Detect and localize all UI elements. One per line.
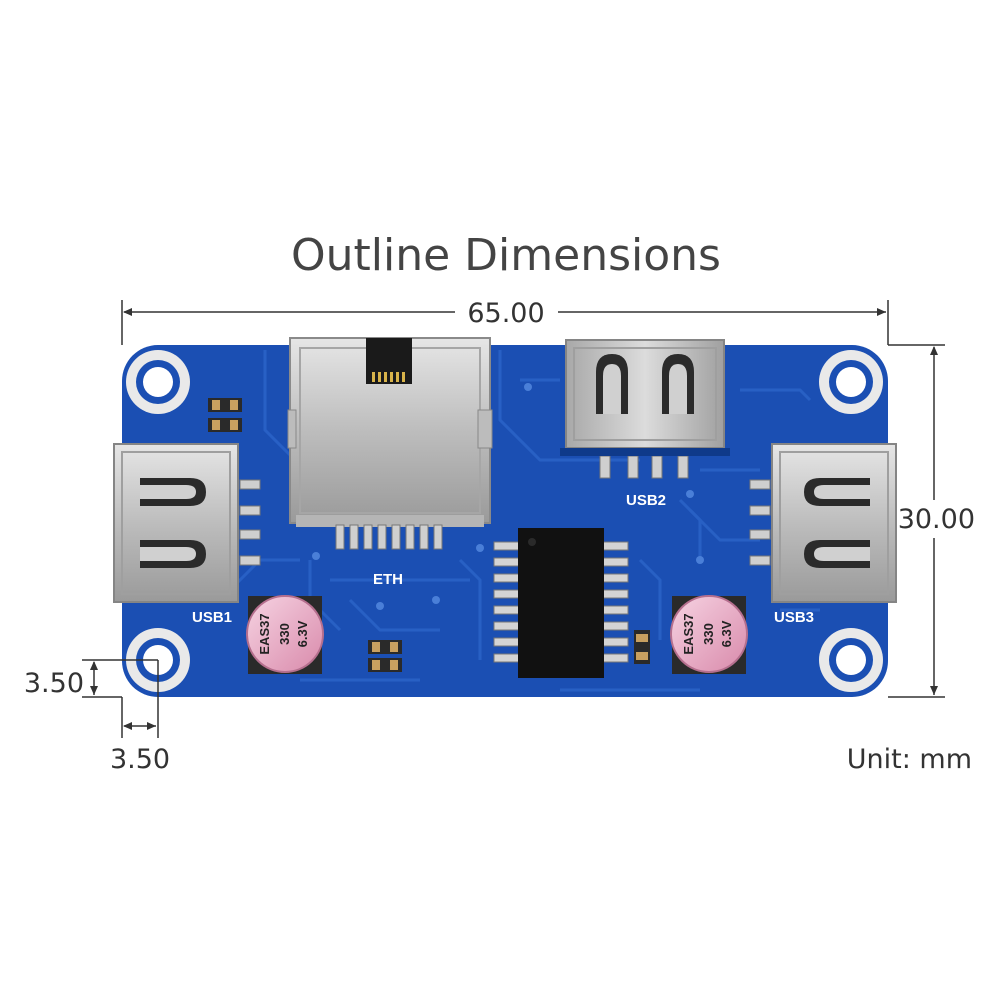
dimension-hole-offset-x-value: 3.50 [110, 744, 170, 775]
usb1-port [113, 443, 261, 603]
svg-text:330: 330 [277, 623, 292, 645]
usb3-port [749, 443, 897, 603]
dimension-height-value: 30.00 [898, 504, 975, 535]
capacitor-right: EAS37 330 6.3V [670, 595, 748, 674]
dimension-hole-offset-y-value: 3.50 [24, 668, 84, 699]
mounting-hole-top-right [819, 350, 883, 414]
svg-text:EAS37: EAS37 [681, 613, 696, 654]
silk-label-usb3: USB3 [774, 609, 814, 626]
smd-components [208, 398, 650, 672]
mounting-hole-bottom-right [819, 628, 883, 692]
hub-ic-chip [493, 528, 629, 678]
dimension-width: 65.00 [121, 298, 889, 345]
silk-label-usb1: USB1 [192, 609, 232, 626]
dimension-hole-offset-y: 3.50 [24, 659, 158, 699]
svg-text:330: 330 [701, 623, 716, 645]
diagram-title: Outline Dimensions [291, 230, 721, 281]
usb2-port [560, 339, 730, 479]
dimension-height: 30.00 [888, 344, 975, 698]
unit-label: Unit: mm [847, 744, 972, 775]
mounting-hole-top-left [126, 350, 190, 414]
svg-text:6.3V: 6.3V [719, 620, 734, 647]
silk-label-eth: ETH [373, 571, 403, 588]
dimension-hole-offset-x: 3.50 [110, 660, 170, 775]
svg-text:6.3V: 6.3V [295, 620, 310, 647]
silk-label-usb2: USB2 [626, 492, 666, 509]
dimension-width-value: 65.00 [467, 298, 544, 329]
ethernet-jack [287, 337, 493, 550]
svg-text:EAS37: EAS37 [257, 613, 272, 654]
capacitor-left: EAS37 330 6.3V [246, 595, 324, 674]
